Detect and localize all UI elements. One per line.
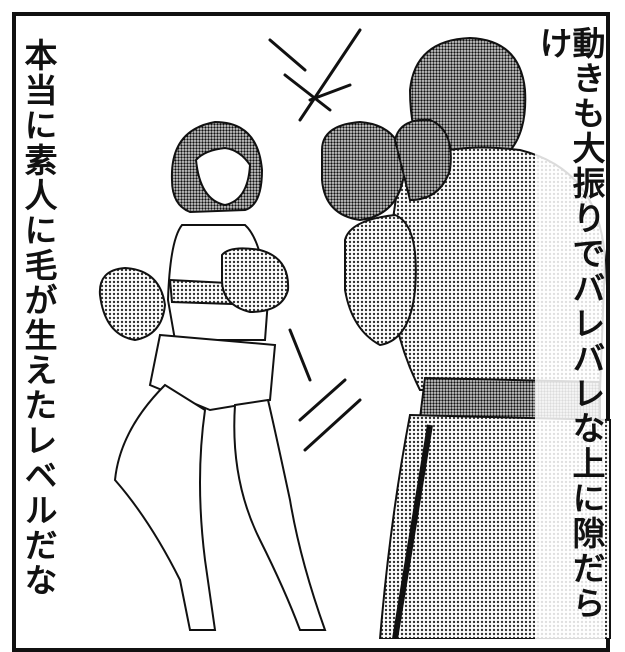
caption-left: 本当に素人に毛が生えたレベルだな (19, 34, 58, 602)
caption-right: 動きも大振りでバレバレな上に隙だらけ (534, 22, 606, 639)
female-boxer (98, 120, 327, 631)
speed-lines (268, 28, 362, 452)
